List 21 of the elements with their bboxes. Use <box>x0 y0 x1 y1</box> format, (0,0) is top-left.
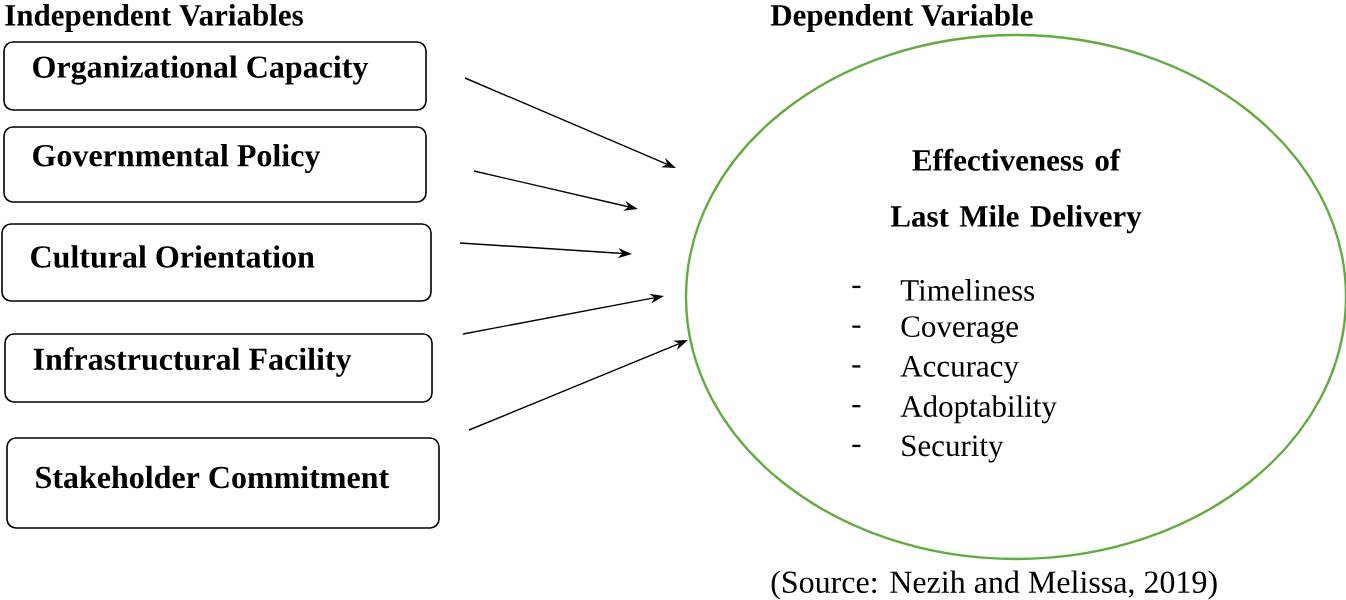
list-item: Coverage <box>901 316 1018 344</box>
list-dash: - <box>852 365 861 368</box>
list-item: Security <box>902 435 1004 463</box>
list-item: Timeliness <box>900 279 1035 301</box>
variable-box <box>6 437 440 529</box>
box-label: Governmental Policy <box>33 143 321 174</box>
list-item: Adoptability <box>900 395 1057 424</box>
box-label: Cultural Orientation <box>31 245 315 268</box>
box-label: Organizational Capacity <box>33 55 369 85</box>
box-label: Infrastructural Facility <box>33 347 352 377</box>
heading: Effectiveness of Last Mile Delivery <box>890 148 1142 234</box>
list-dash: - <box>852 325 861 328</box>
variable-box <box>1 223 432 302</box>
variable-box <box>4 333 433 403</box>
list-dash: - <box>852 444 861 448</box>
list-item: Accuracy <box>900 355 1019 384</box>
variable-box <box>3 126 427 203</box>
list-dash: - <box>852 285 861 289</box>
box-label: Stakeholder Commitment <box>36 465 389 489</box>
variable-box <box>3 41 427 111</box>
list-dash: - <box>852 405 861 408</box>
